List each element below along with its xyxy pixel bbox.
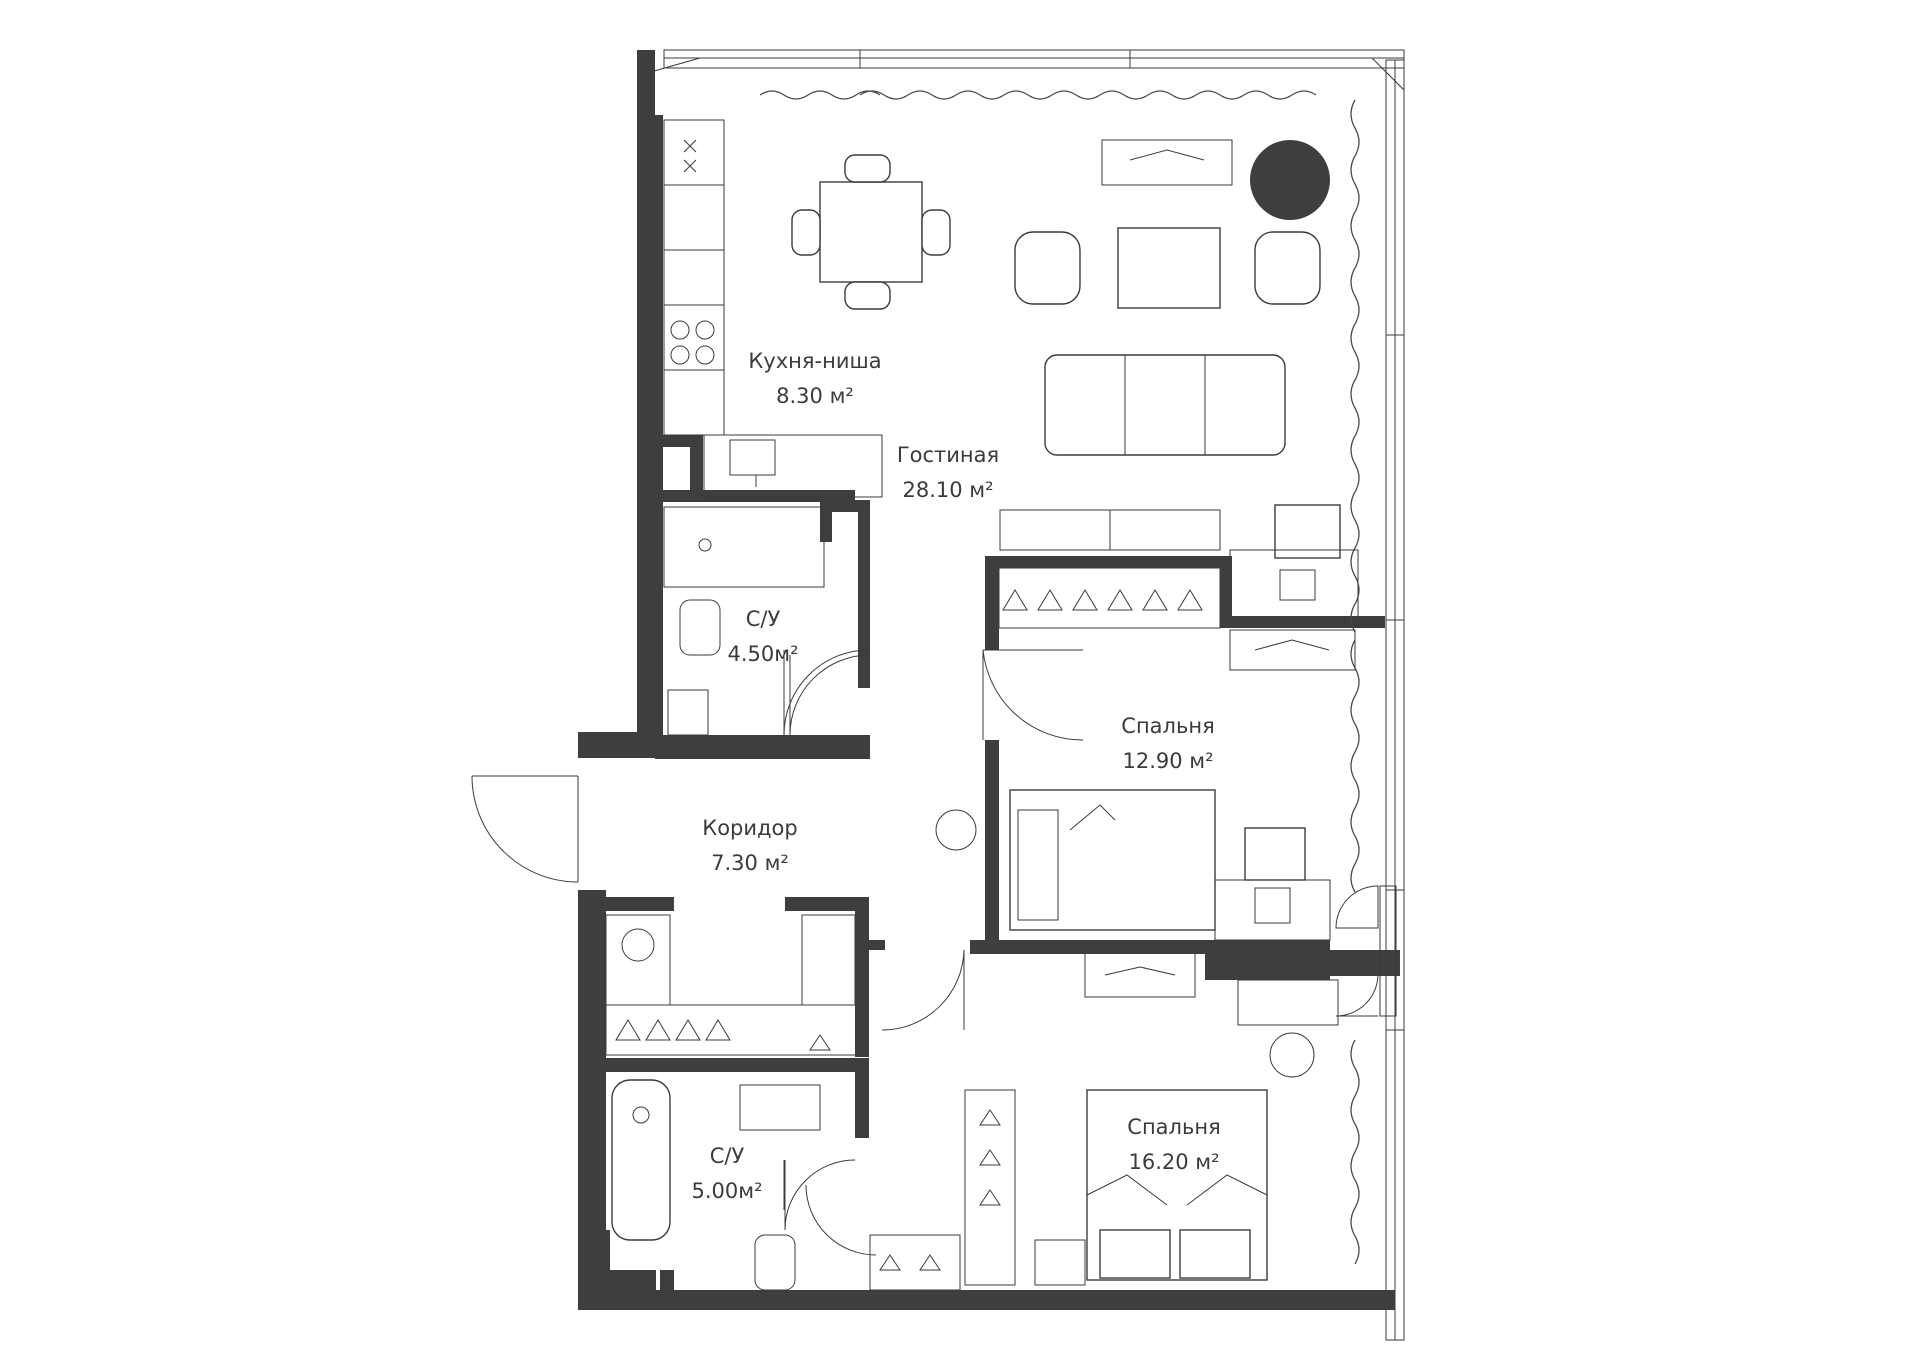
room-name-bath-1: С/У bbox=[746, 607, 781, 631]
kitchen-unit bbox=[663, 119, 883, 498]
room-name-bedroom-2: Спальня bbox=[1127, 1115, 1220, 1139]
wardrobe-hangers bbox=[998, 567, 1221, 629]
bathroom-1-fixtures bbox=[663, 506, 871, 736]
room-area-bath-2: 5.00м² bbox=[691, 1179, 762, 1203]
walls bbox=[578, 50, 1400, 1310]
living-furniture bbox=[999, 139, 1359, 619]
corridor-storage bbox=[605, 914, 857, 1056]
room-area-corridor: 7.30 м² bbox=[711, 851, 789, 875]
room-labels: Кухня-ниша 8.30 м² Гостиная 28.10 м² С/У… bbox=[691, 349, 1220, 1203]
room-area-kitchen: 8.30 м² bbox=[776, 384, 854, 408]
room-area-living: 28.10 м² bbox=[902, 478, 993, 502]
doors bbox=[471, 649, 1397, 1256]
room-name-living: Гостиная bbox=[897, 443, 999, 467]
room-name-bath-2: С/У bbox=[710, 1144, 745, 1168]
curtains bbox=[759, 90, 1360, 1265]
bathroom-2-fixtures bbox=[611, 1079, 821, 1291]
bedroom-1-furniture bbox=[935, 629, 1356, 1078]
bedroom-2-furniture bbox=[869, 1089, 1268, 1291]
room-name-corridor: Коридор bbox=[702, 816, 797, 840]
room-name-kitchen: Кухня-ниша bbox=[748, 349, 881, 373]
room-name-bedroom-1: Спальня bbox=[1121, 714, 1214, 738]
room-area-bedroom-1: 12.90 м² bbox=[1122, 749, 1213, 773]
dining-table bbox=[791, 154, 951, 310]
room-area-bedroom-2: 16.20 м² bbox=[1128, 1150, 1219, 1174]
room-area-bath-1: 4.50м² bbox=[727, 642, 798, 666]
window-frames bbox=[639, 49, 1405, 1341]
